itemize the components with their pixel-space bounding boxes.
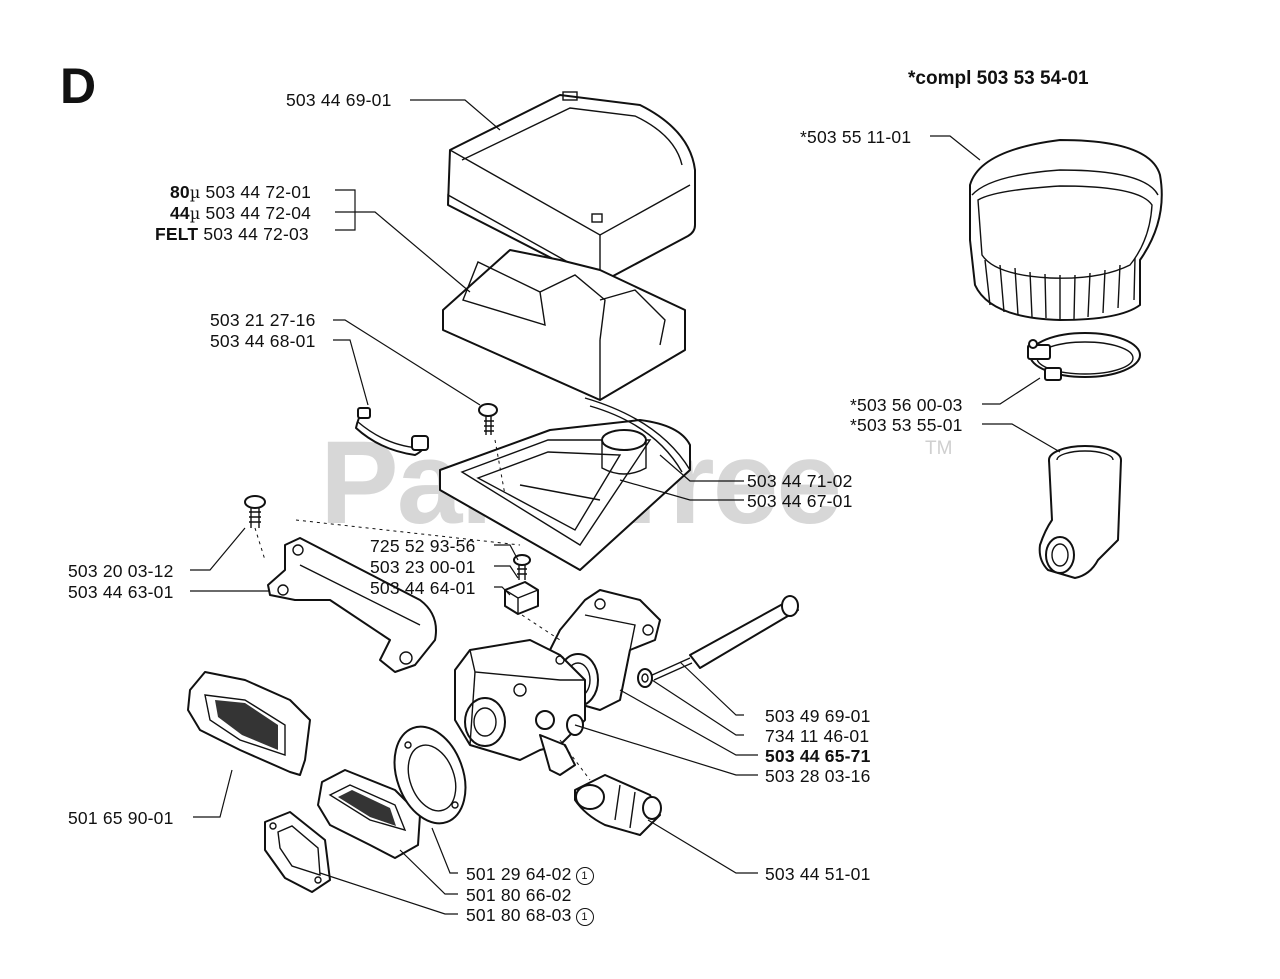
label-cover: 503 44 69-01: [286, 90, 392, 110]
carburetor-drawing: [454, 639, 586, 776]
label-carburetor: 503 28 03-16: [765, 766, 871, 786]
label-screw-c: 725 52 93-56: [370, 536, 476, 556]
label-holder: 503 44 64-01: [370, 578, 476, 598]
label-filter-felt: FELT 503 44 72-03: [155, 224, 309, 244]
label-elbow: 503 44 65-71: [765, 746, 871, 766]
note-mark-icon: 1: [575, 867, 594, 885]
label-washer: 734 11 46-01: [765, 726, 870, 746]
assembly-guides: [254, 439, 591, 781]
label-seal-strip: 503 44 71-02: [747, 471, 853, 491]
label-kit-filter: *503 55 11-01: [800, 127, 912, 147]
boot-drawing: [187, 671, 311, 776]
bracket-drawing: [267, 537, 437, 673]
filter-cover-drawing: [447, 91, 696, 284]
label-hose: 503 44 51-01: [765, 864, 871, 884]
clip-drawing: [355, 407, 429, 456]
label-filter-44: 44µ 503 44 72-04: [170, 203, 312, 223]
screw-c-drawing: [504, 554, 539, 615]
label-screw-a: 503 21 27-16: [210, 310, 316, 330]
bolt-drawing: [637, 595, 799, 688]
filter-element-drawing: [442, 249, 686, 401]
watermark-tm: TM: [925, 438, 953, 459]
screw-b-drawing: [244, 495, 266, 528]
kit-adapter-drawing: [1038, 445, 1122, 579]
section-letter: D: [60, 58, 97, 114]
filter-base-drawing: [439, 397, 691, 571]
screw-a-drawing: [478, 403, 498, 435]
label-bolt: 503 49 69-01: [765, 706, 871, 726]
hose-drawing: [574, 774, 662, 836]
kit-filter-drawing: [969, 139, 1163, 321]
label-filter-base: 503 44 67-01: [747, 491, 853, 511]
label-filter-80: 80µ 503 44 72-01: [170, 182, 312, 202]
label-kit-adapter: *503 53 55-01: [850, 415, 963, 435]
label-boot: 501 65 90-01: [68, 808, 174, 828]
kit-clamp-drawing: [1027, 332, 1141, 381]
label-screw-b: 503 20 03-12: [68, 561, 174, 581]
kit-title: *compl 503 53 54-01: [908, 68, 1089, 89]
label-clip: 503 44 68-01: [210, 331, 316, 351]
gasket-flat-drawing: [264, 811, 331, 893]
gasket-round-drawing: [393, 725, 467, 825]
leader-lines: [190, 99, 1061, 915]
spacer-drawing: [317, 769, 421, 859]
label-spacer: 501 80 66-02: [466, 885, 572, 905]
label-kit-clamp: *503 56 00-03: [850, 395, 963, 415]
label-bracket: 503 44 63-01: [68, 582, 174, 602]
note-mark-icon: 1: [575, 908, 594, 926]
label-nut: 503 23 00-01: [370, 557, 476, 577]
